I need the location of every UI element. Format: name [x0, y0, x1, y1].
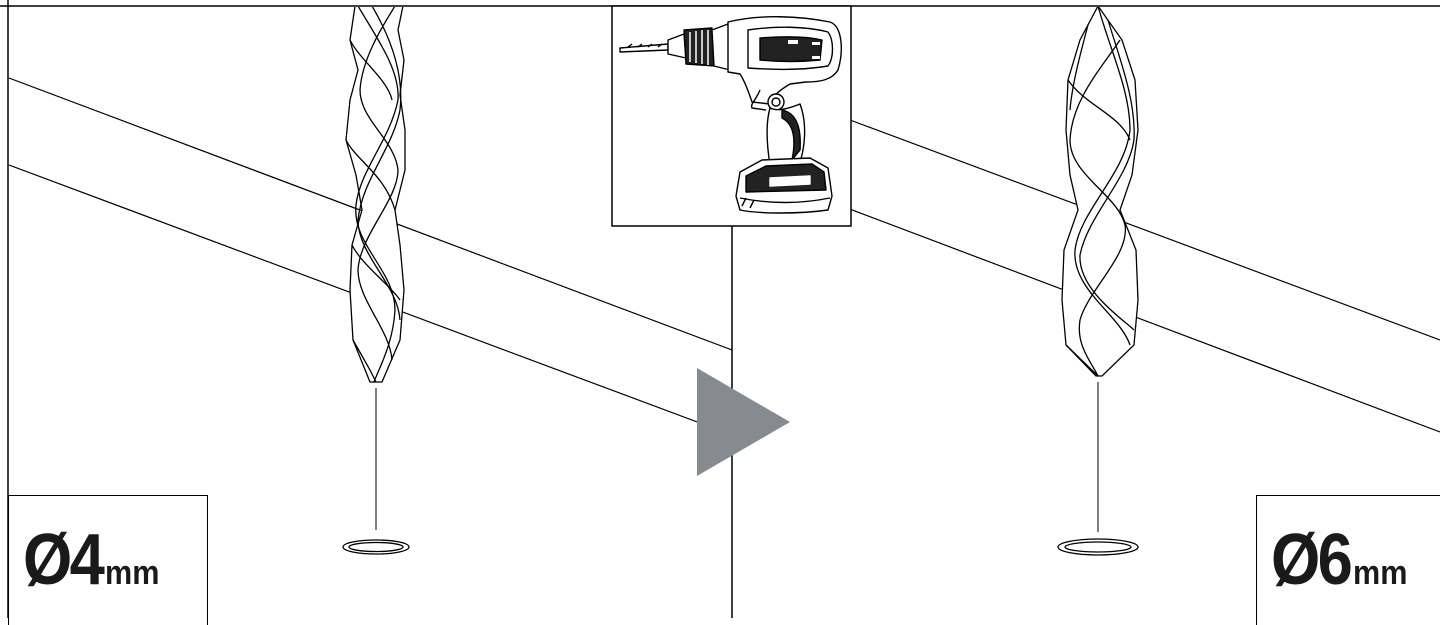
drill-bit-6mm-icon: [1061, 7, 1139, 377]
drill-size-label-right: Ø6mm: [1256, 495, 1440, 625]
diameter-value: Ø6: [1271, 520, 1353, 600]
hole-4mm-icon: [342, 539, 410, 555]
hole-6mm-icon: [1057, 538, 1139, 556]
drill-tool-inset: [611, 5, 852, 227]
cordless-drill-icon: [619, 16, 842, 214]
drill-size-label-left: Ø4mm: [8, 495, 208, 625]
diameter-value: Ø4: [23, 520, 105, 600]
drill-bit-4mm-icon: [345, 7, 406, 383]
next-step-arrow-icon: [697, 368, 790, 476]
diameter-unit: mm: [105, 554, 160, 592]
diameter-unit: mm: [1353, 554, 1408, 592]
left-panel: [9, 7, 732, 555]
